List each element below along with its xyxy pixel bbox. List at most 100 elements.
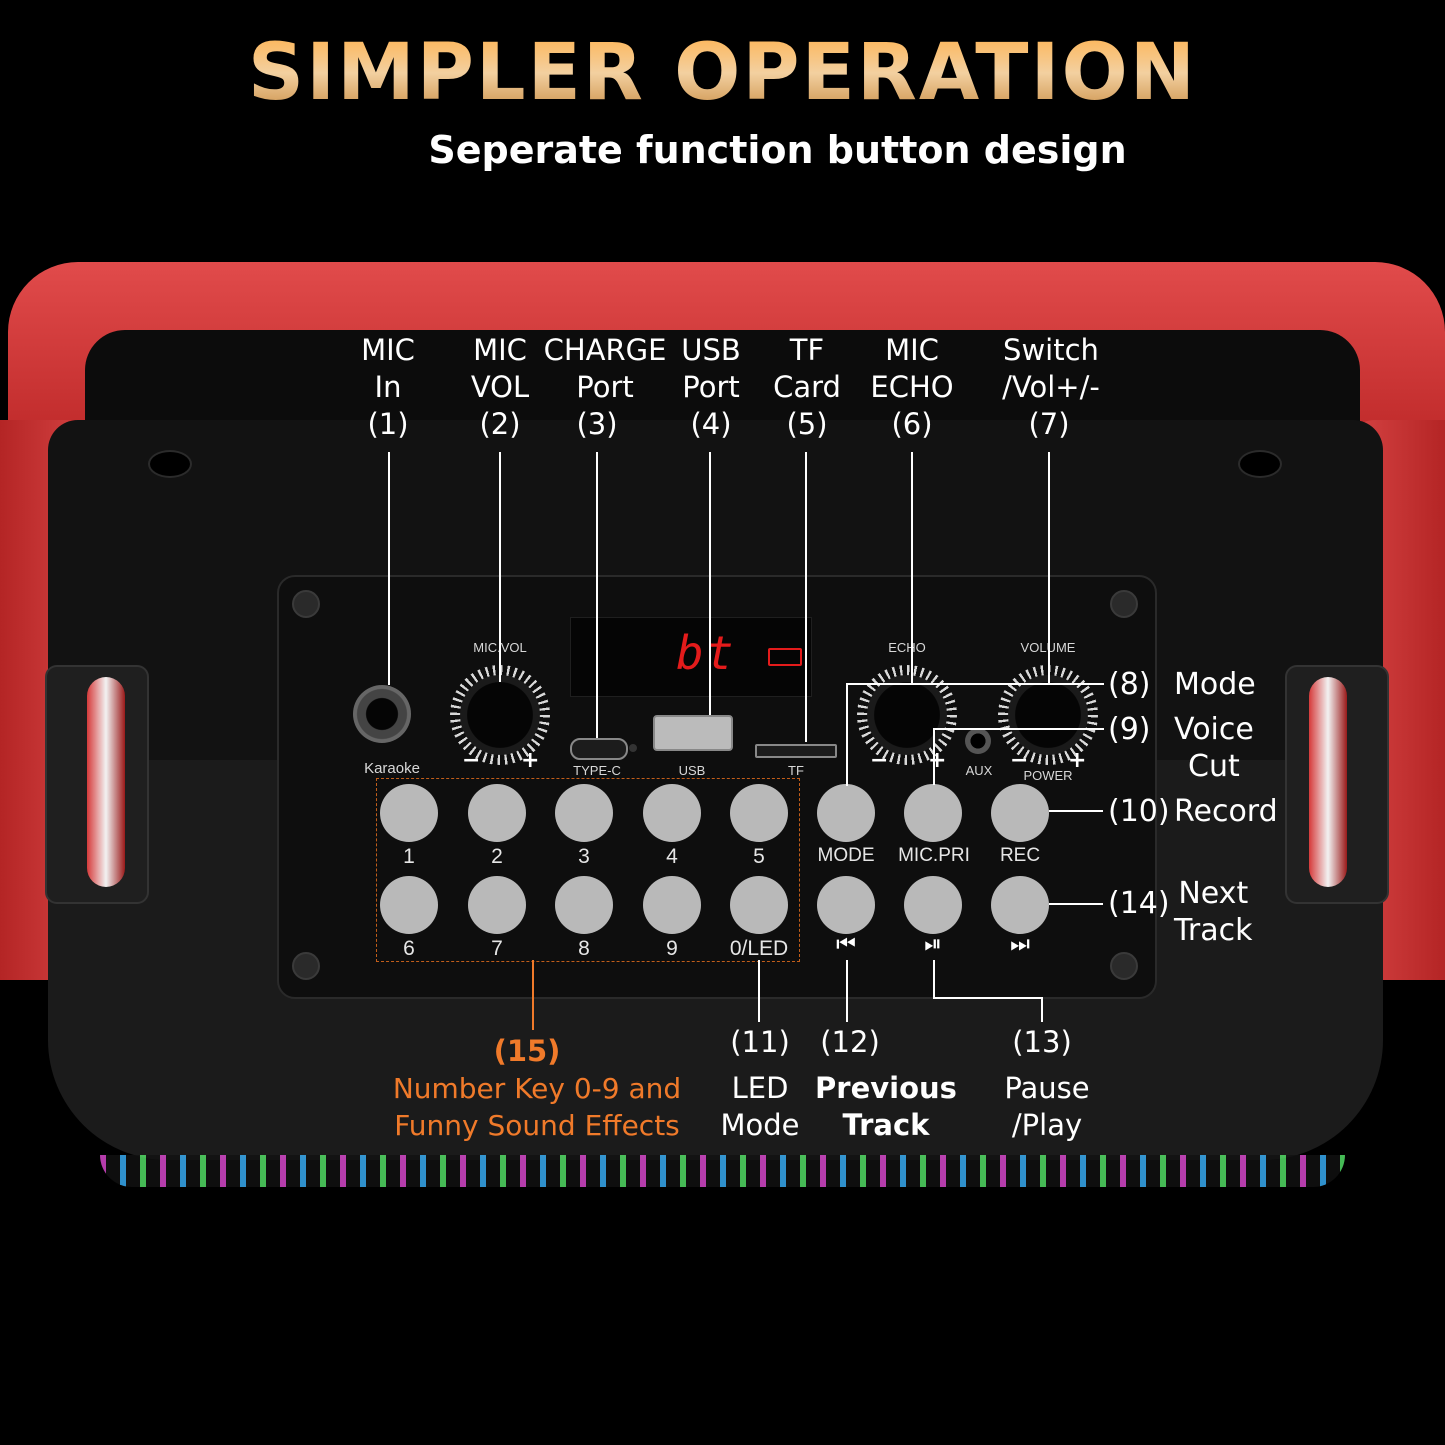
leader-line bbox=[1041, 997, 1043, 1022]
key-8-button[interactable] bbox=[555, 876, 613, 934]
key-label: 8 bbox=[578, 937, 590, 960]
callout-number: (12) bbox=[820, 1025, 880, 1059]
mic-pri-label: MIC.PRI bbox=[898, 845, 970, 866]
callout-voice-cut: Voice Cut bbox=[1174, 712, 1254, 784]
key-7-button[interactable] bbox=[468, 876, 526, 934]
callout-mode: Mode bbox=[1174, 667, 1256, 702]
echo-label: ECHO bbox=[888, 640, 926, 655]
previous-track-button[interactable] bbox=[817, 876, 875, 934]
minus-sign: − bbox=[462, 748, 481, 773]
tf-card-slot[interactable] bbox=[755, 744, 837, 758]
callout-number: (1) bbox=[367, 407, 409, 441]
mic-pri-button[interactable] bbox=[904, 784, 962, 842]
leader-line bbox=[758, 960, 760, 1022]
usb-port[interactable] bbox=[653, 715, 733, 751]
mount-hole-right bbox=[1238, 450, 1282, 478]
leader-line bbox=[596, 452, 598, 738]
led-display bbox=[570, 617, 812, 697]
leader-line bbox=[933, 728, 1104, 730]
echo-knob[interactable] bbox=[857, 665, 957, 765]
plus-sign: + bbox=[521, 748, 540, 773]
screw-icon bbox=[1110, 952, 1138, 980]
leader-line bbox=[805, 452, 807, 742]
callout-number: (15) bbox=[493, 1034, 561, 1068]
callout-pause-play: Pause /Play bbox=[1004, 1071, 1090, 1142]
key-label: 3 bbox=[578, 845, 590, 868]
key-1-button[interactable] bbox=[380, 784, 438, 842]
key-3-button[interactable] bbox=[555, 784, 613, 842]
callout-mic-echo: MIC ECHO bbox=[870, 333, 954, 404]
callout-number: (6) bbox=[891, 407, 933, 441]
play-pause-button[interactable] bbox=[904, 876, 962, 934]
previous-icon: ⏮ bbox=[836, 932, 856, 957]
key-2-button[interactable] bbox=[468, 784, 526, 842]
mode-label: MODE bbox=[817, 845, 875, 866]
rec-button[interactable] bbox=[991, 784, 1049, 842]
minus-sign: − bbox=[1010, 748, 1029, 773]
callout-tf-card: TF Card bbox=[773, 333, 841, 404]
number-keypad-outline bbox=[376, 778, 800, 962]
handle-bracket-right bbox=[1285, 665, 1389, 904]
plus-sign: + bbox=[1068, 748, 1087, 773]
screw-icon bbox=[292, 952, 320, 980]
rec-label: REC bbox=[999, 845, 1041, 866]
headline: SIMPLER OPERATION bbox=[0, 28, 1445, 118]
key-label: 9 bbox=[666, 937, 678, 960]
led-display-text: bt bbox=[676, 626, 736, 680]
callout-next-track: Next Track bbox=[1174, 876, 1253, 948]
callout-mic-in: MIC In bbox=[361, 333, 415, 404]
callout-record: Record bbox=[1174, 794, 1278, 829]
leader-line bbox=[933, 997, 1042, 999]
charge-indicator bbox=[629, 744, 637, 752]
callout-usb-port: USB Port bbox=[681, 333, 741, 404]
key-label: 1 bbox=[403, 845, 415, 868]
callout-number: (4) bbox=[690, 407, 732, 441]
leader-line bbox=[709, 452, 711, 715]
battery-icon bbox=[768, 648, 802, 666]
key-label: 4 bbox=[666, 845, 678, 868]
callout-mic-vol: MIC VOL bbox=[470, 333, 530, 404]
next-track-button[interactable] bbox=[991, 876, 1049, 934]
key-6-button[interactable] bbox=[380, 876, 438, 934]
screw-icon bbox=[1110, 590, 1138, 618]
type-c-port[interactable] bbox=[570, 738, 628, 760]
key-label: 0/LED bbox=[729, 937, 789, 960]
key-4-button[interactable] bbox=[643, 784, 701, 842]
karaoke-label: Karaoke bbox=[364, 760, 420, 777]
leader-line bbox=[499, 452, 501, 682]
tf-label: TF bbox=[788, 763, 804, 778]
callout-charge-port: CHARGE Port bbox=[543, 333, 667, 404]
key-label: 2 bbox=[491, 845, 503, 868]
aux-port[interactable] bbox=[965, 728, 991, 754]
aux-label: AUX bbox=[965, 763, 993, 778]
callout-number-keys: Number Key 0-9 and Funny Sound Effects bbox=[392, 1072, 682, 1142]
callout-number: (7) bbox=[1028, 407, 1070, 441]
callout-number: (5) bbox=[786, 407, 828, 441]
mode-button[interactable] bbox=[817, 784, 875, 842]
minus-sign: − bbox=[870, 748, 889, 773]
callout-number: (14) bbox=[1108, 886, 1170, 921]
handle-bracket-left bbox=[45, 665, 149, 904]
mic-jack[interactable] bbox=[353, 685, 411, 743]
next-icon: ⏭ bbox=[1010, 932, 1030, 957]
leader-line bbox=[933, 960, 935, 998]
callout-switch-vol: Switch /Vol+/- bbox=[1002, 333, 1100, 404]
key-5-button[interactable] bbox=[730, 784, 788, 842]
mount-hole-left bbox=[148, 450, 192, 478]
leader-line bbox=[846, 960, 848, 1022]
leader-line bbox=[846, 683, 848, 786]
leader-line bbox=[1048, 452, 1050, 684]
subheadline: Seperate function button design bbox=[428, 128, 1127, 172]
key-label: 7 bbox=[491, 937, 503, 960]
plus-sign: + bbox=[928, 748, 947, 773]
leader-line bbox=[388, 452, 390, 685]
key-0-led-button[interactable] bbox=[730, 876, 788, 934]
leader-line bbox=[846, 683, 1104, 685]
leader-line bbox=[911, 452, 913, 684]
type-c-label: TYPE-C bbox=[573, 763, 621, 778]
leader-line bbox=[933, 728, 935, 785]
leader-line bbox=[532, 960, 534, 1030]
callout-number: (8) bbox=[1108, 667, 1151, 702]
key-label: 6 bbox=[403, 937, 415, 960]
key-9-button[interactable] bbox=[643, 876, 701, 934]
